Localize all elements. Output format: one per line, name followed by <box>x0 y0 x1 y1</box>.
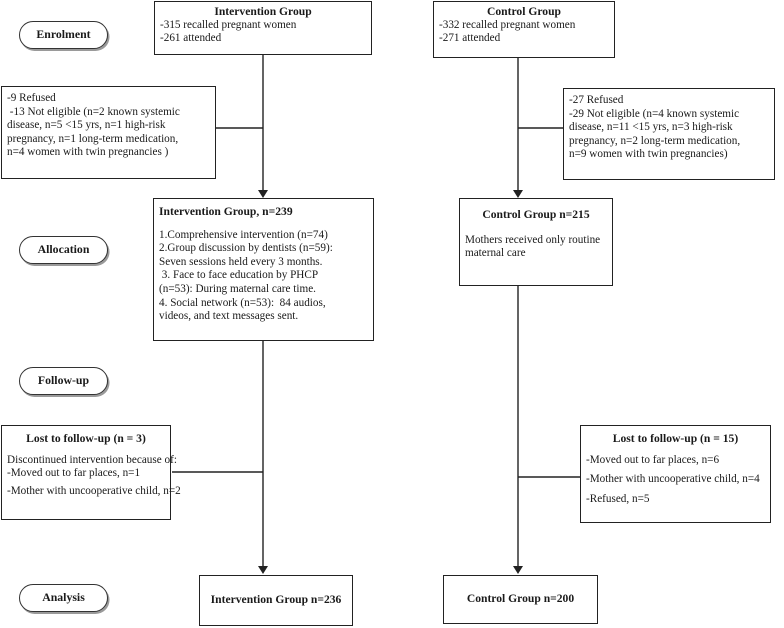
box-line: -Moved out to far places, n=1 <box>7 467 141 480</box>
box-line: -27 Refused <box>569 94 624 106</box>
intervention-allocation-box: Intervention Group, n=239 1.Comprehensiv… <box>153 198 374 341</box>
box-line: videos, and text messages sent. <box>159 310 299 323</box>
box-line: -9 Refused <box>7 92 56 104</box>
box-line: -Moved out to far places, n=6 <box>586 453 720 466</box>
box-line: pregnancy, n=2 long-term medication, <box>569 134 741 147</box>
box-title: Lost to follow-up (n = 3) <box>26 432 146 445</box>
box-line: disease, n=11 <15 yrs, n=3 high-risk <box>569 121 733 134</box>
stage-followup: Follow-up <box>19 367 108 395</box>
box-line: -315 recalled pregnant women <box>160 18 297 31</box>
box-line: Discontinued intervention because of: <box>7 453 177 466</box>
intervention-analysis-box: Intervention Group n=236 <box>199 575 353 626</box>
box-line: maternal care <box>465 247 526 260</box>
control-enrolment-box: Control Group -332 recalled pregnant wom… <box>433 1 615 58</box>
box-line: -13 Not eligible (n=2 known systemic <box>7 105 180 118</box>
box-line: n=9 women with twin pregnancies) <box>569 148 728 161</box>
arrow-head <box>513 190 523 198</box>
box-line: disease, n=5 <15 yrs, n=1 high-risk <box>7 119 166 132</box>
box-line: Mothers received only routine <box>465 233 601 246</box>
control-allocation-box: Control Group n=215 Mothers received onl… <box>459 198 613 286</box>
box-title: Intervention Group, n=239 <box>159 205 293 218</box>
box-line: 2.Group discussion by dentists (n=59): <box>159 242 333 255</box>
box-line: (n=53): During maternal care time. <box>159 282 316 295</box>
control-excluded-box: -27 Refused -29 Not eligible (n=4 known … <box>563 88 775 180</box>
box-line: -Mother with uncooperative child, n=2 <box>7 484 181 497</box>
arrow-head <box>258 566 268 574</box>
box-title: Intervention Group <box>214 5 312 18</box>
box-title: Control Group n=215 <box>482 208 590 221</box>
arrow-head <box>513 566 523 574</box>
stage-allocation: Allocation <box>19 236 108 264</box>
box-line: n=4 women with twin pregnancies ) <box>7 146 169 159</box>
box-line: -29 Not eligible (n=4 known systemic <box>569 107 740 120</box>
box-line: pregnancy, n=1 long-term medication, <box>7 132 179 145</box>
stage-analysis: Analysis <box>19 584 108 612</box>
box-title: Control Group <box>487 5 561 18</box>
box-title: Lost to follow-up (n = 15) <box>612 432 739 445</box>
intervention-enrolment-box: Intervention Group -315 recalled pregnan… <box>154 1 372 55</box>
box-title: Control Group n=200 <box>466 592 575 605</box>
box-line: -261 attended <box>160 32 222 45</box>
box-line: 1.Comprehensive intervention (n=74) <box>159 228 328 241</box>
intervention-excluded-box: -9 Refused -13 Not eligible (n=2 known s… <box>1 86 216 179</box>
box-line: -Mother with uncooperative child, n=4 <box>586 473 760 486</box>
box-line: Seven sessions held every 3 months. <box>159 255 323 268</box>
arrow-head <box>258 190 268 198</box>
intervention-lost-box: Lost to follow-up (n = 3) Discontinued i… <box>1 425 181 520</box>
box-title: Intervention Group n=236 <box>210 593 342 606</box>
box-line: -Refused, n=5 <box>586 492 650 505</box>
control-lost-box: Lost to follow-up (n = 15) -Moved out to… <box>580 425 771 523</box>
stage-enrolment: Enrolment <box>19 21 108 49</box>
box-line: 4. Social network (n=53): 84 audios, <box>159 296 326 309</box>
box-line: 3. Face to face education by PHCP <box>159 269 319 282</box>
control-analysis-box: Control Group n=200 <box>443 575 598 624</box>
box-line: -271 attended <box>439 32 501 45</box>
box-line: -332 recalled pregnant women <box>439 18 576 31</box>
